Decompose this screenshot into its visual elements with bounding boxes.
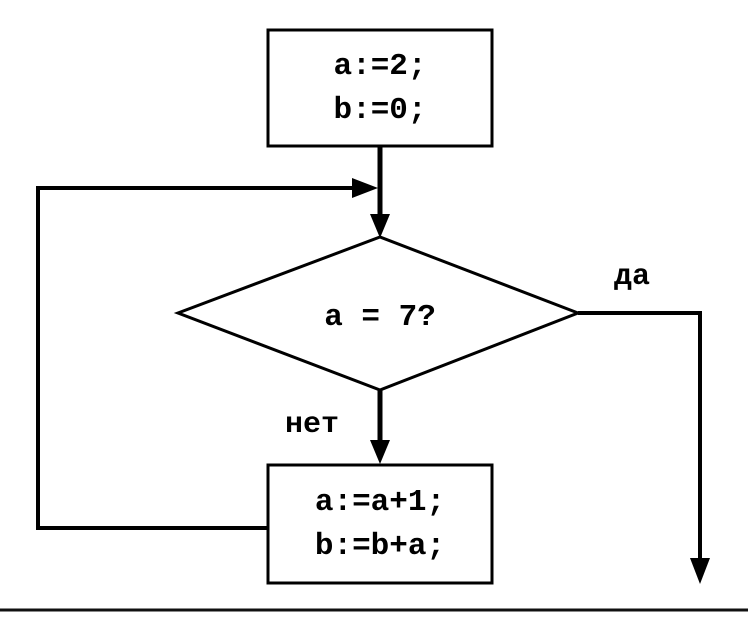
no-branch-label: нет: [285, 408, 339, 442]
arrow-condition-yes: [578, 311, 710, 584]
update-block-line-2: b:=b+a;: [315, 529, 445, 564]
arrow-init-to-condition: [370, 146, 390, 238]
condition-diamond: a = 7?: [173, 235, 583, 392]
update-block-line-1: a:=a+1;: [315, 485, 445, 520]
arrow-condition-no: [370, 390, 390, 464]
init-block-line-2: b:=0;: [333, 93, 426, 128]
update-block: a:=a+1; b:=b+a;: [266, 463, 494, 585]
init-block-line-1: a:=2;: [333, 49, 426, 84]
loop-back-arrow: [36, 178, 378, 530]
yes-branch-label: да: [614, 260, 650, 294]
condition-label: a = 7?: [324, 300, 436, 335]
init-block: a:=2; b:=0;: [266, 28, 494, 148]
